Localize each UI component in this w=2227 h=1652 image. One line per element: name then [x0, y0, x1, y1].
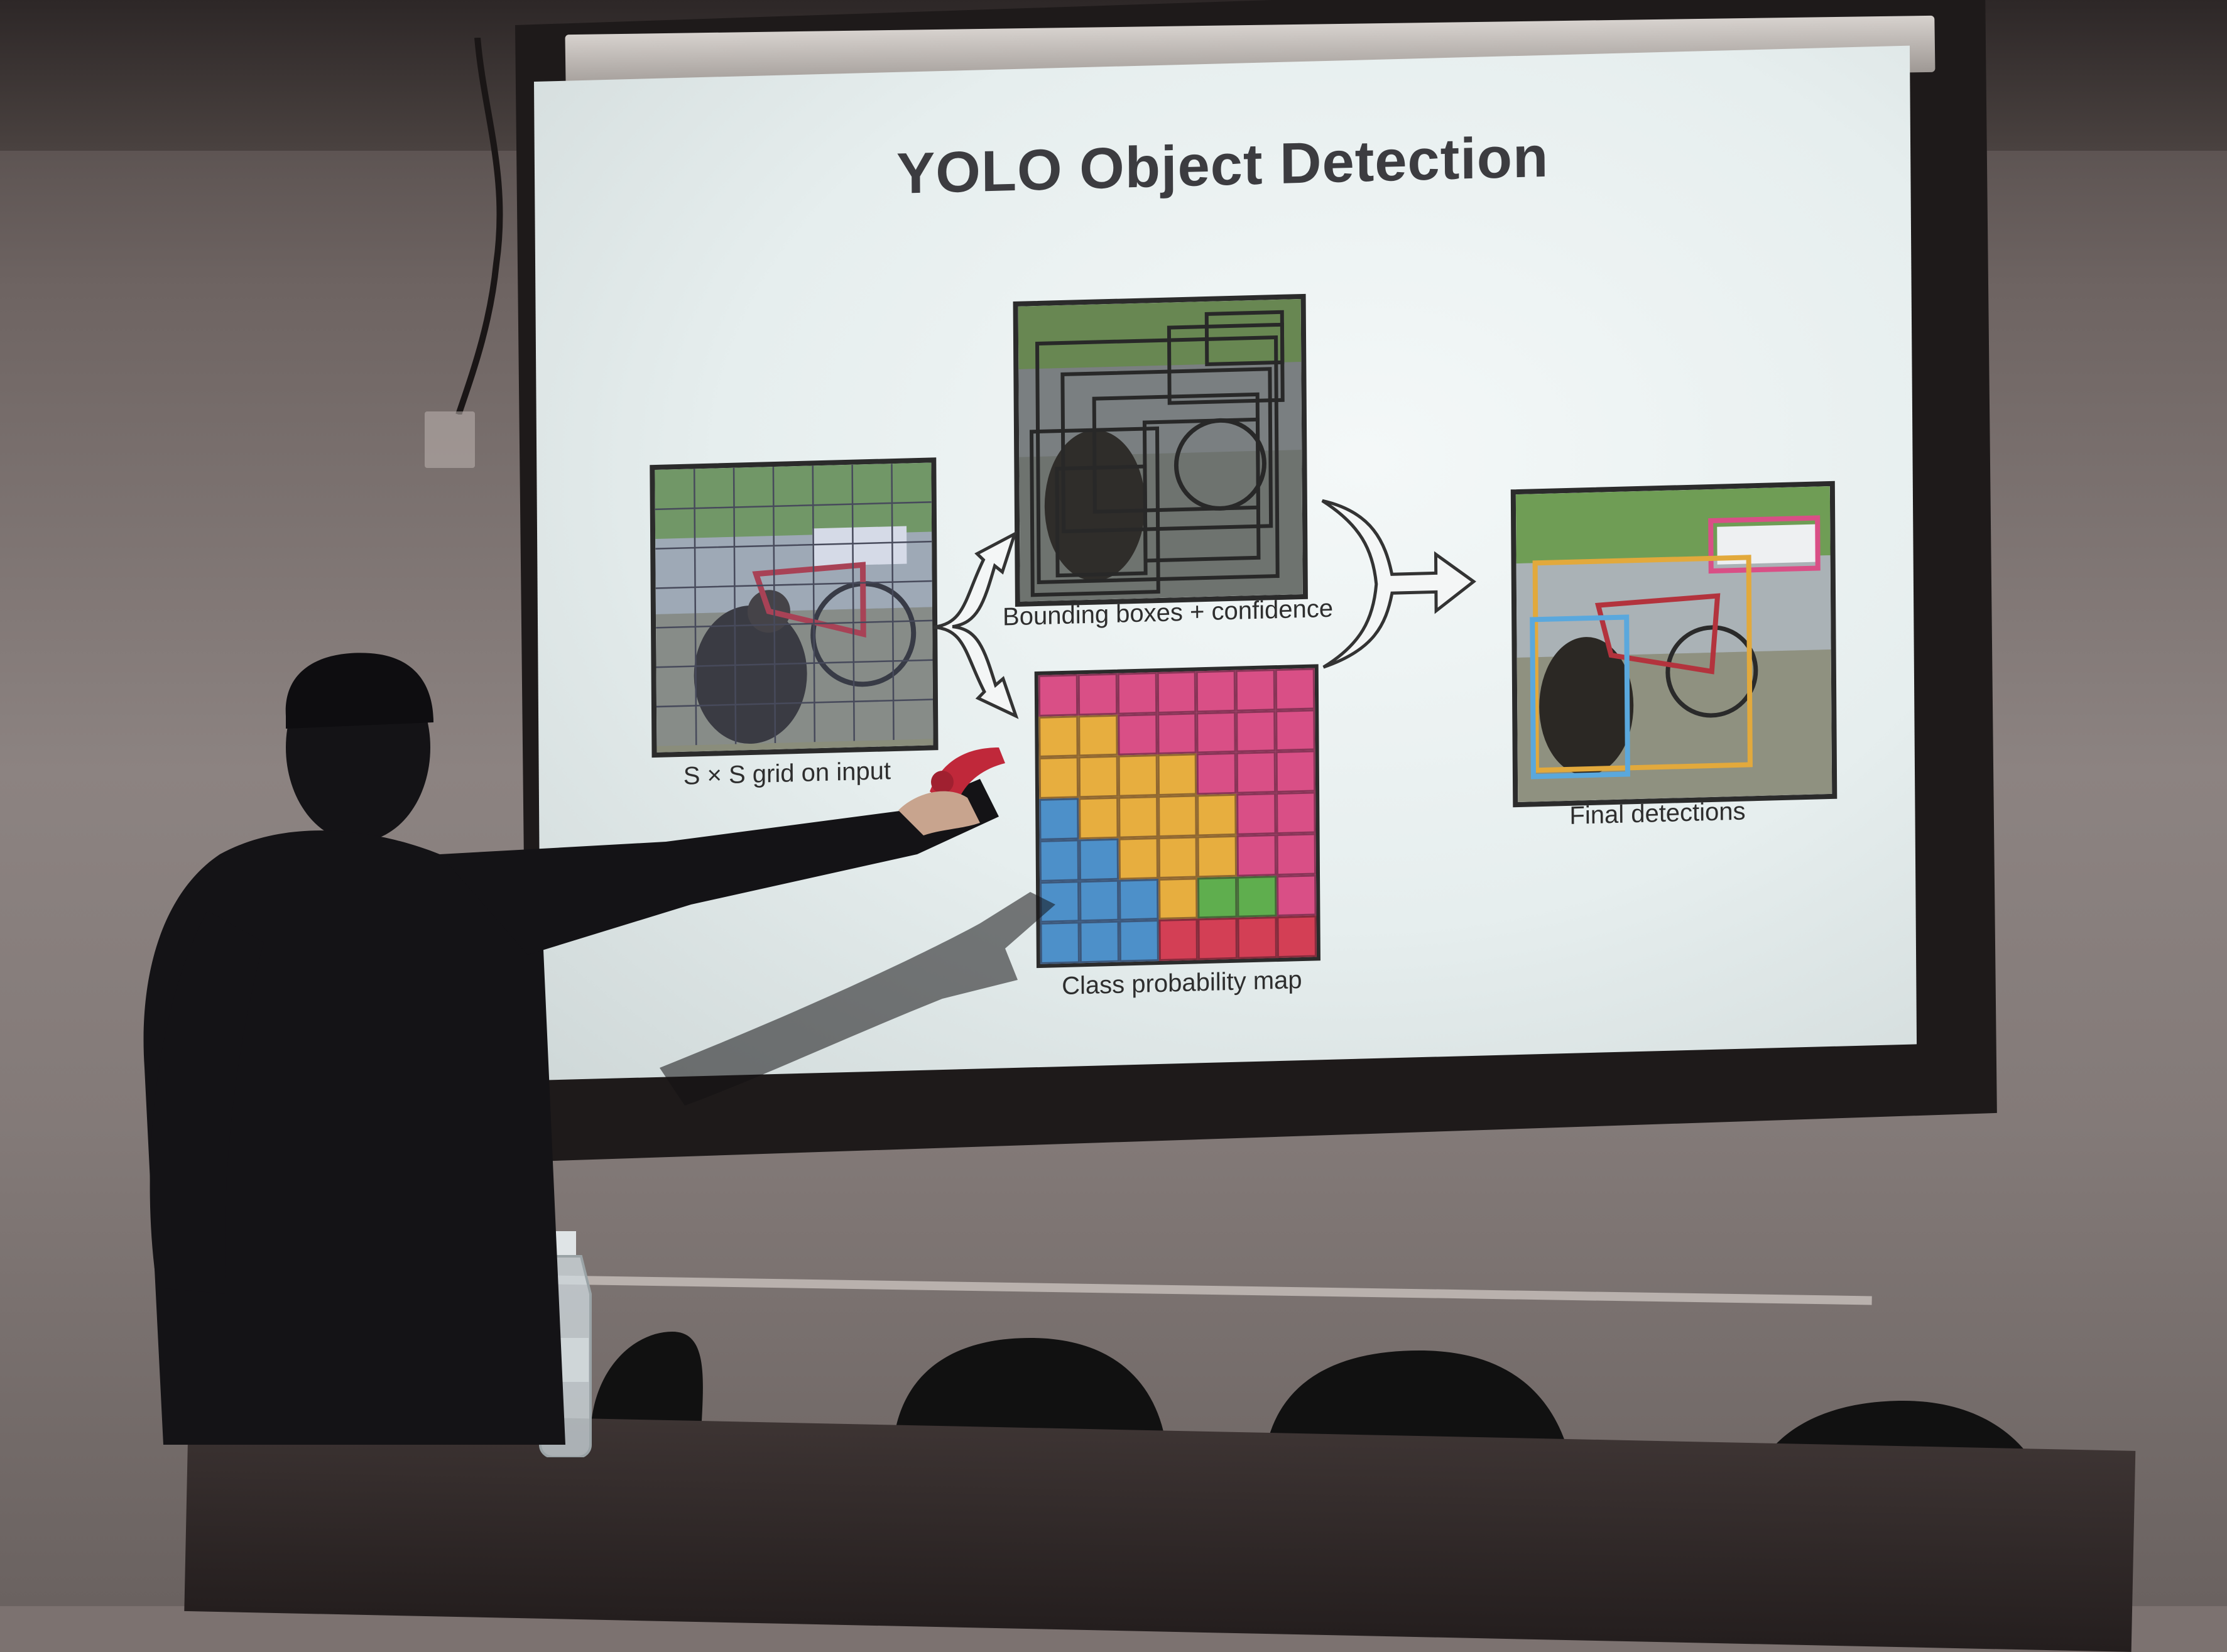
chair-back-1: [591, 1332, 703, 1445]
split-arrow-icon: [933, 530, 1019, 719]
water-bottle: [539, 1231, 592, 1457]
chairs-row: [591, 1332, 2061, 1545]
final-detections-panel: [1510, 481, 1838, 808]
projected-slide: YOLO Object Detection S × S grid: [534, 45, 1917, 1080]
final-detections-photo: [1515, 486, 1832, 803]
input-photo: [655, 462, 934, 753]
input-grid-panel: [650, 457, 939, 758]
bounding-boxes-photo: [1018, 299, 1303, 602]
input-grid-lines: [655, 462, 934, 746]
presenter-desk: [184, 1410, 2136, 1652]
detection-box-bicycle: [1532, 555, 1753, 773]
detection-box-dog: [1530, 614, 1631, 780]
wall-cable: [455, 38, 503, 415]
bounding-boxes-panel: [1013, 293, 1308, 607]
wall-outlet: [425, 411, 475, 468]
detection-box-car: [1708, 515, 1821, 574]
merge-arrow-icon: [1321, 499, 1476, 669]
